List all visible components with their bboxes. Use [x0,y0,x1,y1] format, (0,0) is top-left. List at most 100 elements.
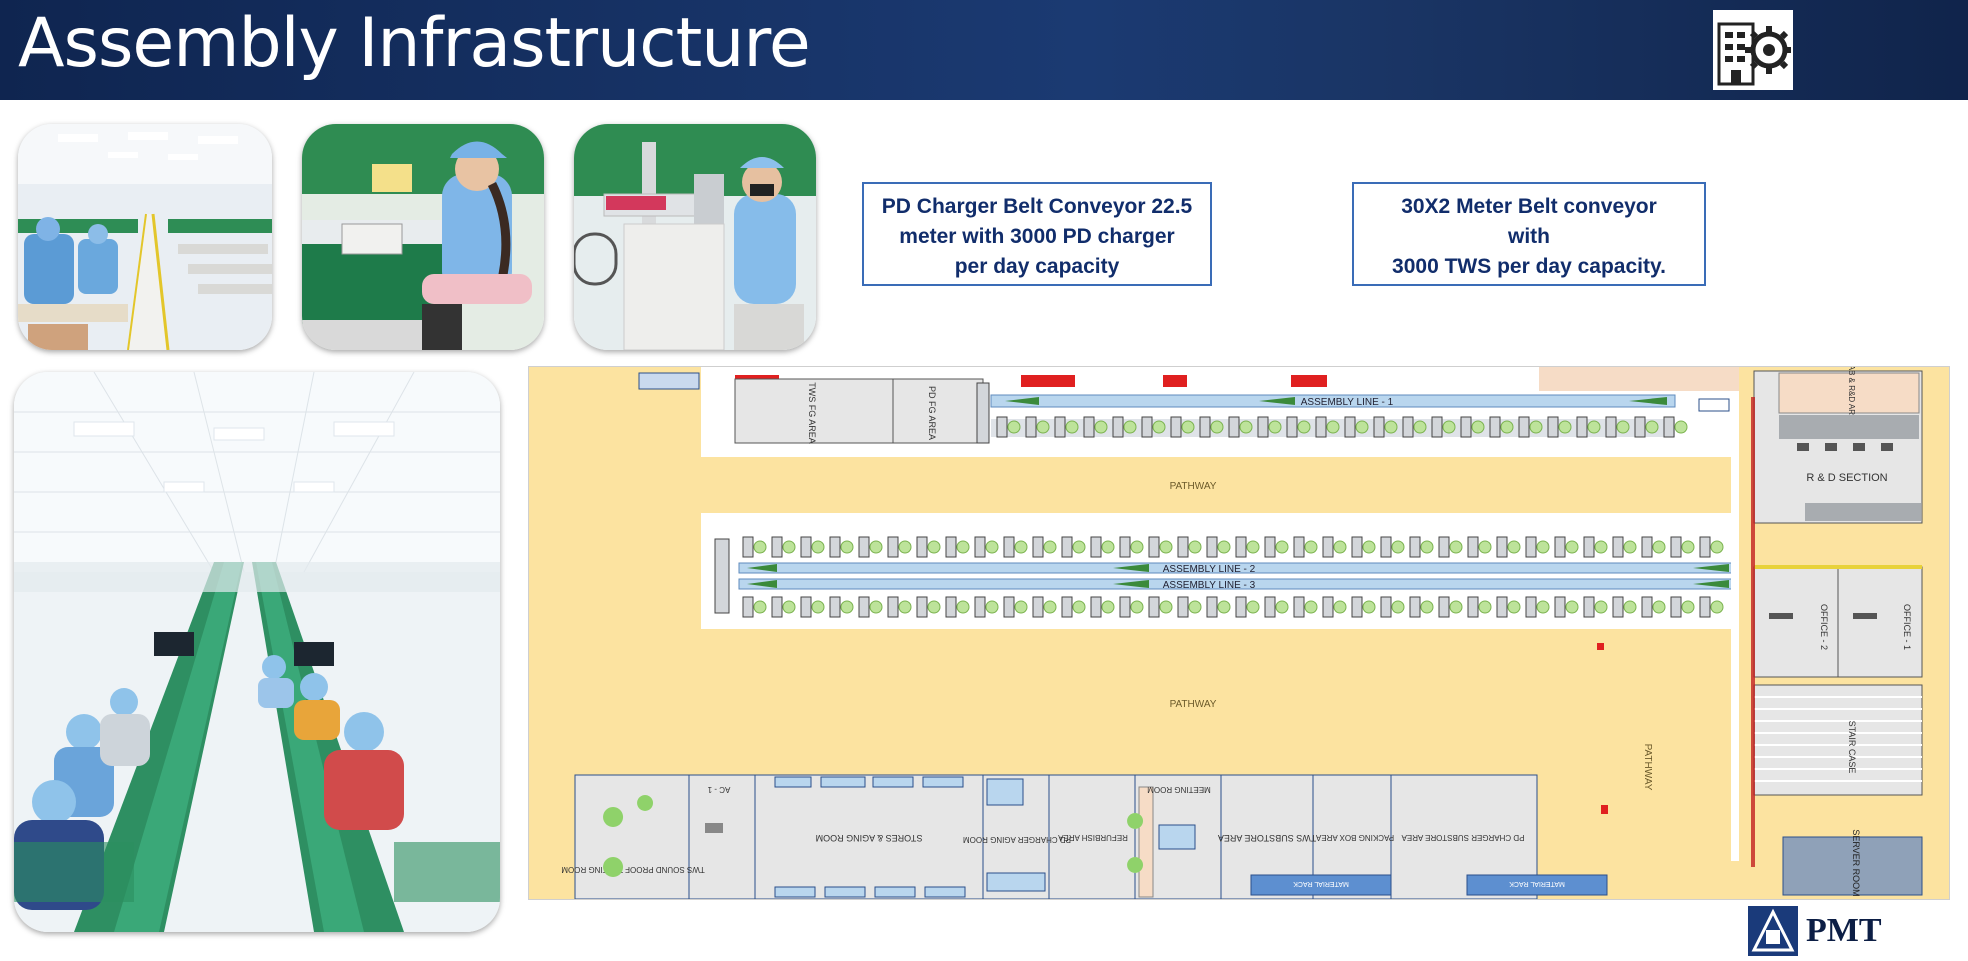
pd-capacity-line-2: meter with 3000 PD charger [899,225,1175,248]
tws-capacity-box: 30X2 Meter Belt conveyor with 3000 TWS p… [1352,182,1706,286]
rd-section-label: R & D SECTION [1806,472,1887,484]
workstation-chair [1246,600,1260,614]
workstation-chair [1123,420,1137,434]
workstation-desk [1177,596,1189,618]
workstation-desk [1438,596,1450,618]
workstation-desk [1228,416,1240,438]
workstation-desk [1264,596,1276,618]
workstation-chair [1681,540,1695,554]
workstation-chair [1594,600,1608,614]
workstation-desk [771,596,783,618]
workstation-chair [1275,540,1289,554]
workstation-desk [1699,596,1711,618]
workstation-desk [974,596,986,618]
workstation-chair [1449,600,1463,614]
workstation-desk [974,536,986,558]
workstation-desk [1025,416,1037,438]
workstation-desk [916,536,928,558]
workstation-desk [1605,416,1617,438]
pmt-brand: PMT [1748,904,1888,956]
factory-aisle-photo [18,124,272,350]
workstation-desk [1525,536,1537,558]
workstation-chair [1362,540,1376,554]
assembly-line-photo [14,372,500,932]
workstation-chair [811,540,825,554]
workstation-chair [1217,540,1231,554]
workstation-desk [1061,596,1073,618]
workstation-desk [800,536,812,558]
workstation-desk [1090,596,1102,618]
workstation-desk [1032,596,1044,618]
ac-label: AC - 1 [707,785,730,794]
workstation-chair [1616,420,1630,434]
workstation-desk [742,536,754,558]
workstation-chair [840,540,854,554]
workstation-desk [945,596,957,618]
workstation-desk [1061,536,1073,558]
workstation-chair [1529,420,1543,434]
workstation-desk [1235,536,1247,558]
workstation-chair [1188,540,1202,554]
workstation-chair [1210,420,1224,434]
office-2-label: OFFICE - 2 [1819,604,1829,650]
workstation-desk [1641,596,1653,618]
bottom-rooms: TWS SOUND PROOF TESTING ROOM AC - 1 STOR… [561,774,1608,899]
pd-charger-capacity-box: PD Charger Belt Conveyor 22.5 meter with… [862,182,1212,286]
assembly-line-1-label: ASSEMBLY LINE - 1 [1301,397,1394,408]
header-bar: Assembly Infrastructure [0,0,1968,100]
pmt-wordmark: PMT [1806,912,1882,949]
workstation-desk [1199,416,1211,438]
workstation-chair [753,600,767,614]
workstation-desk [1467,536,1479,558]
packing-box-area-label: PACKING BOX AREA [1315,833,1394,842]
workstation-chair [1558,420,1572,434]
workstation-chair [1297,420,1311,434]
workstation-chair [985,540,999,554]
workstation-chair [1420,540,1434,554]
workstation-chair [1623,540,1637,554]
workstation-chair [1413,420,1427,434]
workstation-chair [1674,420,1688,434]
workstation-chair [1130,540,1144,554]
workstation-chair [1239,420,1253,434]
workstation-chair [1094,420,1108,434]
workstation-chair [1645,420,1659,434]
workstation-chair [1333,540,1347,554]
workstation-chair [1478,600,1492,614]
workstation-desk [1032,536,1044,558]
tws-capacity-line-3: 3000 TWS per day capacity. [1392,255,1666,278]
workstation-chair [1594,540,1608,554]
workstation-chair [1043,600,1057,614]
pmt-logo-icon [1748,906,1798,956]
workstation-chair [898,540,912,554]
workstation-desk [1119,536,1131,558]
workstation-chair [1014,540,1028,554]
page-title: Assembly Infrastructure [18,4,811,83]
tws-capacity-line-1: 30X2 Meter Belt conveyor [1401,195,1657,218]
workstation-desk [1148,536,1160,558]
workstation-desk [1315,416,1327,438]
workstation-chair [782,540,796,554]
workstation-chair [1710,600,1724,614]
company-building-gear-icon [1713,10,1793,90]
workstation-desk [1373,416,1385,438]
workstation-chair [1072,600,1086,614]
workstation-chair [840,600,854,614]
material-rack-2-label: MATERIAL RACK [1509,880,1565,887]
workstation-desk [1576,416,1588,438]
workstation-chair [898,600,912,614]
workstation-chair [1536,540,1550,554]
workstation-desk [1177,536,1189,558]
worker-at-desk-photo [302,124,544,350]
workstation-desk [1344,416,1356,438]
pathway-vertical-label: PATHWAY [1642,744,1653,791]
workstation-desk [1003,536,1015,558]
workstation-desk [829,536,841,558]
workstation-chair [753,540,767,554]
workstation-chair [1507,600,1521,614]
workstation-chair [1471,420,1485,434]
pathway-mid-label: PATHWAY [1170,699,1217,710]
floor-plan: TWS FG AREA PD FG AREA ASSEMBLY LINE - 1… [528,366,1950,900]
workstation-chair [1159,540,1173,554]
workstation-chair [1362,600,1376,614]
